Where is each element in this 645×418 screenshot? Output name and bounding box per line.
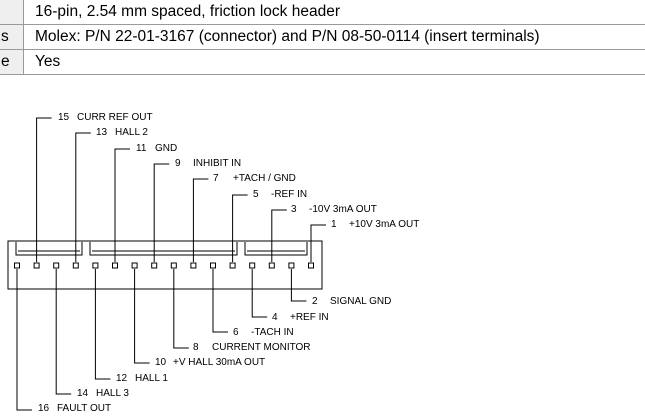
- pin-label-16-number: 16: [38, 403, 50, 414]
- friction-lock-slot: [15, 242, 83, 256]
- pin-label-13-name: HALL 2: [115, 127, 148, 138]
- friction-lock-slot: [89, 242, 238, 256]
- pin-label-12-number: 12: [116, 373, 128, 384]
- lead-pin-16: [16, 269, 32, 411]
- lead-pin-12: [94, 269, 111, 380]
- pin-4: [249, 262, 256, 269]
- pin-label-6-name: -TACH IN: [251, 327, 294, 338]
- pin-label-9-name: INHIBIT IN: [193, 158, 241, 169]
- lead-pin-14: [55, 269, 72, 395]
- pin-label-13-number: 13: [96, 127, 108, 138]
- pin-label-6-number: 6: [233, 327, 239, 338]
- pin-9: [151, 262, 158, 269]
- pin-label-4-name: +REF IN: [290, 312, 329, 323]
- top-pin-labels: 15 CURR REF OUT 13 HALL 2 11 GND 9 INHIB…: [58, 112, 419, 230]
- pin-label-3-number: 3: [291, 204, 297, 215]
- lead-pin-6: [212, 269, 228, 333]
- pin-7: [190, 262, 197, 269]
- pin-15: [33, 262, 40, 269]
- pin-label-5-name: -REF IN: [271, 189, 307, 200]
- lead-pin-3: [271, 209, 287, 262]
- pin-6: [210, 262, 216, 269]
- pin-8: [170, 262, 177, 269]
- lead-pin-9: [153, 163, 170, 262]
- pin-label-1-number: 1: [331, 219, 337, 230]
- pin-label-7-number: 7: [213, 173, 219, 184]
- pin-14: [53, 262, 60, 269]
- connector-housing: [7, 240, 323, 290]
- pin-label-2-name: SIGNAL GND: [330, 296, 391, 307]
- pin-label-10-number: 10: [155, 357, 167, 368]
- lead-pin-11: [114, 148, 130, 262]
- lead-pin-8: [173, 269, 189, 349]
- pin-row: [14, 262, 314, 269]
- pin-label-15-name: CURR REF OUT: [77, 112, 153, 123]
- lead-pin-2: [290, 269, 307, 302]
- spec-row-parts: s Molex: P/N 22-01-3167 (connector) and …: [0, 24, 645, 50]
- pin-label-14-name: HALL 3: [96, 388, 129, 399]
- pin-16: [14, 262, 20, 269]
- pin-13: [72, 262, 79, 269]
- pin-12: [92, 262, 99, 269]
- pin-label-11-name: GND: [155, 143, 177, 154]
- connector-body: [7, 240, 323, 290]
- connector-spec-table: 16-pin, 2.54 mm spaced, friction lock he…: [0, 0, 645, 75]
- pin-label-11-number: 11: [136, 143, 147, 154]
- pin-label-12-name: HALL 1: [135, 373, 168, 384]
- pin-11: [112, 262, 118, 269]
- pin-label-14-number: 14: [77, 388, 89, 399]
- pin-label-16-name: FAULT OUT: [57, 403, 111, 414]
- pin-label-7-name: +TACH / GND: [233, 173, 296, 184]
- pin-5: [229, 262, 236, 269]
- lead-pin-7: [192, 178, 209, 262]
- lead-pin-1: [310, 224, 326, 262]
- pin-label-5-number: 5: [253, 189, 259, 200]
- spec-value-cell: Molex: P/N 22-01-3167 (connector) and P/…: [23, 24, 645, 50]
- pin-label-8-number: 8: [193, 342, 199, 353]
- pin-label-9-number: 9: [175, 158, 181, 169]
- pin-leads: [16, 117, 326, 411]
- pin-label-4-number: 4: [272, 312, 278, 323]
- lead-pin-4: [251, 269, 268, 318]
- lead-pin-10: [134, 269, 150, 364]
- pin-label-15-number: 15: [58, 112, 70, 123]
- spec-key-cell: s: [0, 24, 24, 50]
- lead-pin-15: [36, 117, 52, 262]
- spec-value-cell: Yes: [23, 49, 645, 75]
- pin-1: [308, 262, 314, 269]
- pin-3: [268, 262, 275, 269]
- pin-10: [131, 262, 138, 269]
- pin-label-3-name: -10V 3mA OUT: [309, 204, 377, 215]
- pin-label-8-name: CURRENT MONITOR: [212, 342, 311, 353]
- pin-label-10-name: +V HALL 30mA OUT: [173, 357, 265, 368]
- lead-pin-5: [232, 194, 248, 262]
- pin-label-2-number: 2: [312, 296, 318, 307]
- friction-lock-slot: [244, 242, 308, 256]
- spec-row-available: e Yes: [0, 49, 645, 75]
- lead-pin-13: [75, 132, 91, 262]
- bottom-pin-labels: 2 SIGNAL GND 4 +REF IN 6 -TACH IN 8 CURR…: [38, 296, 391, 414]
- pin-label-1-name: +10V 3mA OUT: [349, 219, 419, 230]
- pin-2: [288, 262, 295, 269]
